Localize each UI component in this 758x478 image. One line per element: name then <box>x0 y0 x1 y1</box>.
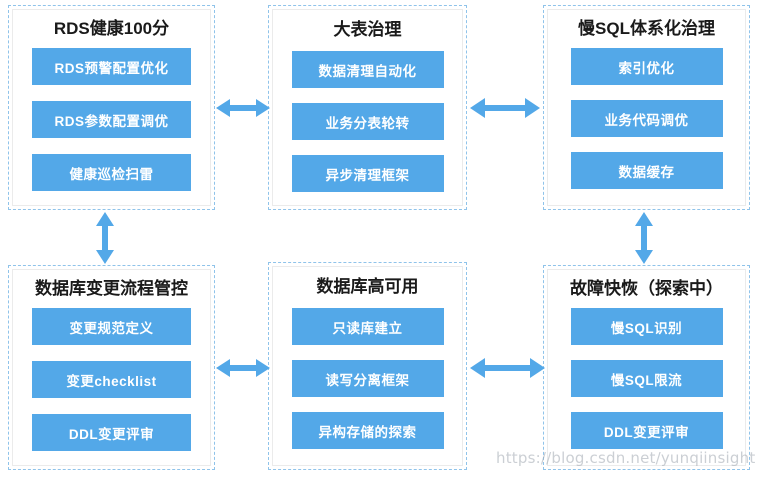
group-slow-sql-governance[interactable]: 慢SQL体系化治理 索引优化 业务代码调优 数据缓存 <box>543 5 750 210</box>
item-async-cleanup-framework[interactable]: 异步清理框架 <box>291 155 444 192</box>
group-fault-recovery-title: 故障快恢（探索中） <box>570 279 723 298</box>
double-arrow-vertical-icon <box>635 212 653 264</box>
group-big-table-governance-title: 大表治理 <box>333 20 402 39</box>
group-rds-health-body: RDS健康100分 RDS预警配置优化 RDS参数配置调优 健康巡检扫雷 <box>12 9 211 206</box>
connector-rds-health-to-db-change-process <box>93 212 117 264</box>
item-slow-sql-identification[interactable]: 慢SQL识别 <box>570 308 723 345</box>
double-arrow-vertical-icon <box>96 212 114 264</box>
group-db-high-availability-items: 只读库建立 读写分离框架 异构存储的探索 <box>273 308 462 449</box>
group-db-high-availability-body: 数据库高可用 只读库建立 读写分离框架 异构存储的探索 <box>272 266 463 466</box>
group-db-change-process-items: 变更规范定义 变更checklist DDL变更评审 <box>13 308 210 451</box>
group-db-change-process-title: 数据库变更流程管控 <box>35 279 188 298</box>
item-read-write-splitting-framework[interactable]: 读写分离框架 <box>291 360 444 397</box>
item-index-optimization[interactable]: 索引优化 <box>570 48 723 85</box>
double-arrow-horizontal-icon <box>216 99 270 117</box>
group-fault-recovery[interactable]: 故障快恢（探索中） 慢SQL识别 慢SQL限流 DDL变更评审 <box>543 265 750 470</box>
item-slow-sql-rate-limiting[interactable]: 慢SQL限流 <box>570 360 723 397</box>
group-rds-health-items: RDS预警配置优化 RDS参数配置调优 健康巡检扫雷 <box>13 48 210 191</box>
item-business-table-sharding-rotation[interactable]: 业务分表轮转 <box>291 103 444 140</box>
group-rds-health-title: RDS健康100分 <box>53 19 170 38</box>
item-ddl-change-review-recovery[interactable]: DDL变更评审 <box>570 412 723 449</box>
group-slow-sql-governance-body: 慢SQL体系化治理 索引优化 业务代码调优 数据缓存 <box>547 9 746 206</box>
group-fault-recovery-body: 故障快恢（探索中） 慢SQL识别 慢SQL限流 DDL变更评审 <box>547 269 746 466</box>
item-business-code-tuning[interactable]: 业务代码调优 <box>570 100 723 137</box>
double-arrow-horizontal-icon <box>470 358 545 378</box>
group-db-high-availability-title: 数据库高可用 <box>316 277 419 296</box>
double-arrow-horizontal-icon <box>216 359 270 377</box>
item-ddl-change-review[interactable]: DDL变更评审 <box>32 414 191 451</box>
item-readonly-db-setup[interactable]: 只读库建立 <box>291 308 444 345</box>
group-fault-recovery-items: 慢SQL识别 慢SQL限流 DDL变更评审 <box>548 308 745 449</box>
connector-slow-sql-governance-to-fault-recovery <box>632 212 656 264</box>
item-health-inspection-sweep[interactable]: 健康巡检扫雷 <box>32 154 191 191</box>
group-big-table-governance[interactable]: 大表治理 数据清理自动化 业务分表轮转 异步清理框架 <box>268 5 467 210</box>
item-heterogeneous-storage-exploration[interactable]: 异构存储的探索 <box>291 412 444 449</box>
group-rds-health[interactable]: RDS健康100分 RDS预警配置优化 RDS参数配置调优 健康巡检扫雷 <box>8 5 215 210</box>
connector-rds-health-to-big-table-governance <box>216 96 270 120</box>
double-arrow-horizontal-icon <box>470 98 540 118</box>
item-change-checklist[interactable]: 变更checklist <box>32 361 191 398</box>
connector-big-table-governance-to-slow-sql-governance <box>470 96 540 120</box>
item-change-standard-definition[interactable]: 变更规范定义 <box>32 308 191 345</box>
group-db-change-process-body: 数据库变更流程管控 变更规范定义 变更checklist DDL变更评审 <box>12 269 211 466</box>
group-big-table-governance-items: 数据清理自动化 业务分表轮转 异步清理框架 <box>273 51 462 192</box>
group-slow-sql-governance-items: 索引优化 业务代码调优 数据缓存 <box>548 48 745 189</box>
item-rds-alert-config-optimization[interactable]: RDS预警配置优化 <box>32 48 191 85</box>
group-db-change-process[interactable]: 数据库变更流程管控 变更规范定义 变更checklist DDL变更评审 <box>8 265 215 470</box>
connector-db-change-process-to-db-high-availability <box>216 356 270 380</box>
item-rds-param-config-tuning[interactable]: RDS参数配置调优 <box>32 101 191 138</box>
watermark-text: https://blog.csdn.net/yunqiinsight <box>496 449 756 467</box>
group-db-high-availability[interactable]: 数据库高可用 只读库建立 读写分离框架 异构存储的探索 <box>268 262 467 470</box>
item-data-cache[interactable]: 数据缓存 <box>570 152 723 189</box>
group-slow-sql-governance-title: 慢SQL体系化治理 <box>578 19 715 38</box>
item-data-cleanup-automation[interactable]: 数据清理自动化 <box>291 51 444 88</box>
group-big-table-governance-body: 大表治理 数据清理自动化 业务分表轮转 异步清理框架 <box>272 9 463 206</box>
connector-db-high-availability-to-fault-recovery <box>470 356 545 380</box>
